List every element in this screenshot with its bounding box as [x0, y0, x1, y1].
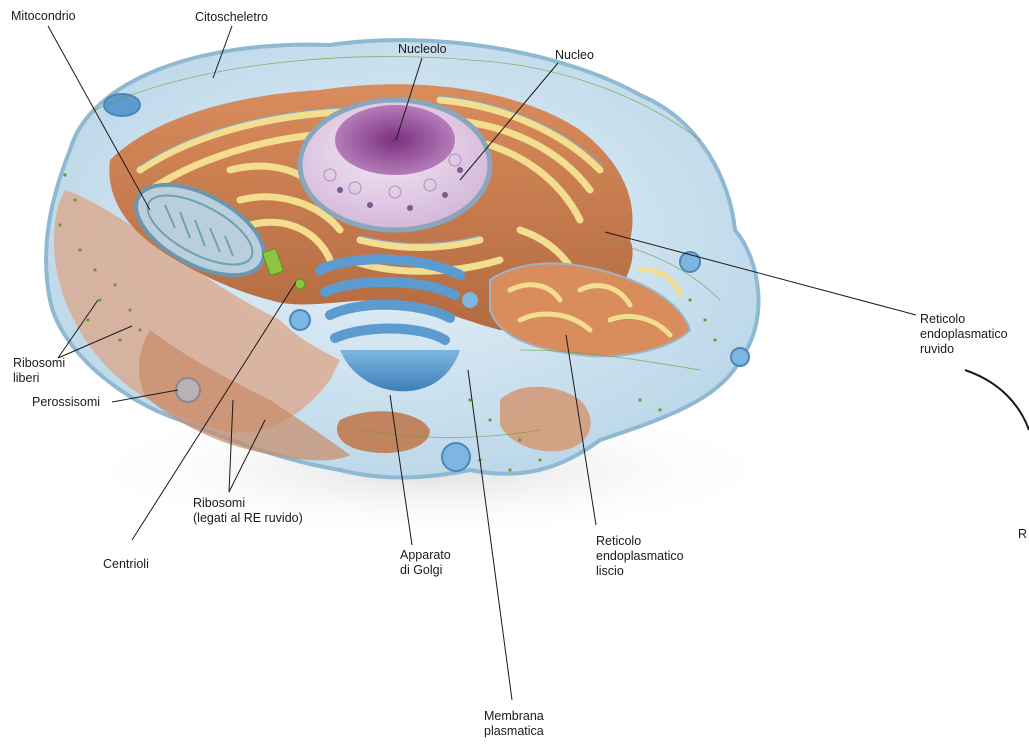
label-ribosomi-legati-2: (legati al RE ruvido) [193, 511, 303, 525]
label-rer-1: Reticolo [920, 312, 965, 326]
label-nucleolo: Nucleolo [398, 42, 447, 56]
label-citoscheletro: Citoscheletro [195, 10, 268, 24]
label-mitocondrio: Mitocondrio [11, 9, 76, 23]
label-membrana-1: Membrana [484, 709, 544, 723]
label-membrana-2: plasmatica [484, 724, 544, 738]
label-rer-3: ruvido [920, 342, 954, 356]
nucleolus [335, 105, 455, 175]
label-golgi-2: di Golgi [400, 563, 442, 577]
label-rel-1: Reticolo [596, 534, 641, 548]
vesicle-top-left [104, 94, 140, 116]
peroxisome [176, 378, 200, 402]
label-ribosomi-liberi-2: liberi [13, 371, 39, 385]
label-rer-2: endoplasmatico [920, 327, 1008, 341]
label-rel-3: liscio [596, 564, 624, 578]
cropped-arc [965, 370, 1029, 430]
label-ribosomi-legati-1: Ribosomi [193, 496, 245, 510]
label-centrioli: Centrioli [103, 557, 149, 571]
centriole-small [295, 279, 305, 289]
label-nucleo: Nucleo [555, 48, 594, 62]
label-edge-partial: R [1018, 527, 1027, 541]
label-golgi-1: Apparato [400, 548, 451, 562]
label-perossisomi: Perossisomi [32, 395, 100, 409]
vesicle-far-right [731, 348, 749, 366]
label-rel-2: endoplasmatico [596, 549, 684, 563]
label-ribosomi-liberi-1: Ribosomi [13, 356, 65, 370]
vesicle-bottom [442, 443, 470, 471]
